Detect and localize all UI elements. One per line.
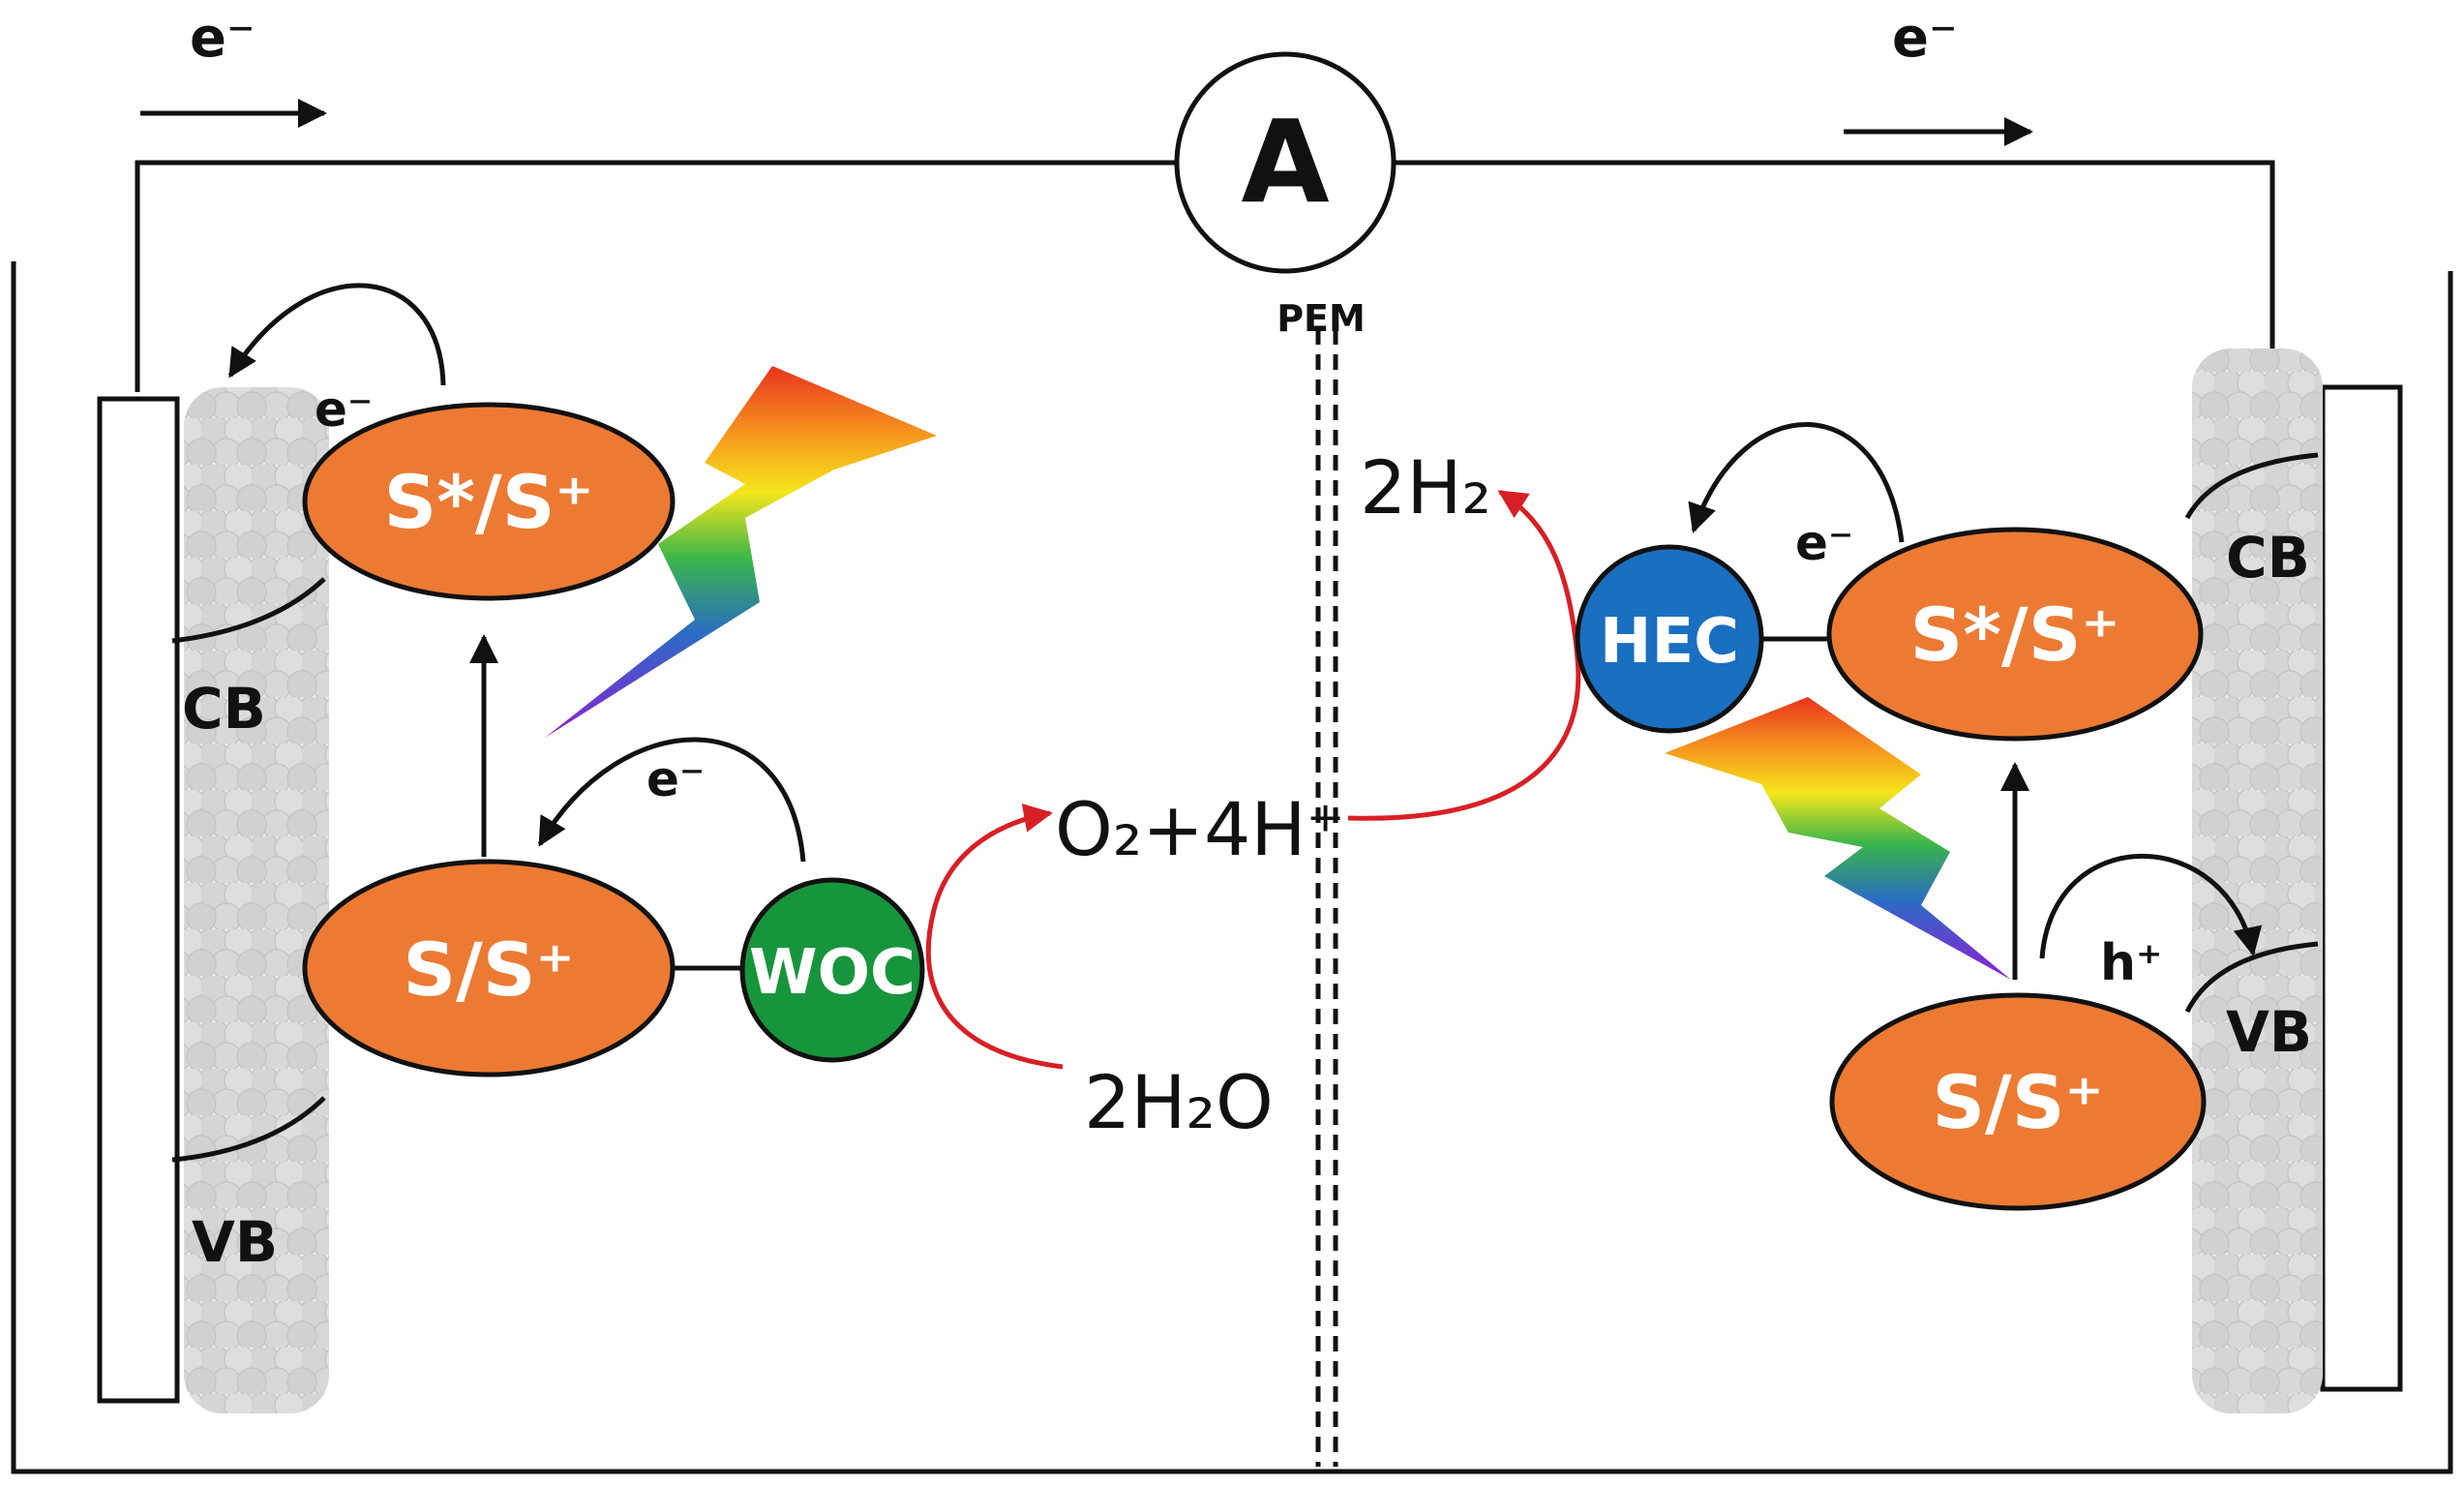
photoanode-cb-edge <box>171 577 326 644</box>
photoanode-substrate <box>97 396 180 1404</box>
photocathode-cb-label: CB <box>2226 525 2310 591</box>
hydrogen-label: 2H₂ <box>1360 444 1491 531</box>
photoanode-semiconductor-layer <box>184 387 329 1413</box>
photoanode-vb-edge <box>171 1096 326 1163</box>
ammeter-label: A <box>1241 95 1329 228</box>
photoanode-cb-label: CB <box>182 676 266 742</box>
cathode-dye-excited-label: S*/S⁺ <box>1909 592 2119 678</box>
cathode-hole-injection-arrow <box>2039 853 2263 959</box>
anode-injection-electron-label: e⁻ <box>315 381 373 438</box>
proton-transport-arrow <box>1347 489 1581 821</box>
photocathode-semiconductor-layer <box>2192 349 2323 1413</box>
water-oxidation-arrow <box>925 804 1064 1070</box>
lightning-bolt-icon <box>1665 697 2011 980</box>
electron-label-top-right: e⁻ <box>1892 7 1958 70</box>
anode-dye-excited <box>302 402 676 601</box>
hec-label: HEC <box>1600 606 1739 678</box>
woc-label: WOC <box>749 937 916 1009</box>
woc-catalyst <box>739 877 925 1063</box>
anode-dye-ground-label: S/S⁺ <box>403 926 574 1013</box>
anode-dye-excited-label: S*/S⁺ <box>383 459 593 545</box>
photocathode-vb-edge <box>2184 941 2319 1014</box>
pem-label: PEM <box>1277 297 1366 340</box>
pem-membrane <box>1315 329 1338 1467</box>
photocathode-vb-label: VB <box>2226 999 2312 1065</box>
photoanode-vb-label: VB <box>192 1209 278 1275</box>
electron-label-top-left: e⁻ <box>190 7 255 70</box>
woc-electron-transfer-arrow <box>537 737 806 863</box>
anode-injection-arrow <box>227 283 446 386</box>
cathode-dye-excited <box>1826 527 2204 742</box>
water-label: 2H₂O <box>1084 1059 1274 1145</box>
cathode-dye-ground <box>1829 992 2207 1211</box>
hole-label: h⁺ <box>2100 934 2162 992</box>
oxygen-protons-label: O₂+4H⁺ <box>1055 786 1345 872</box>
cell-container <box>11 261 2453 1474</box>
external-circuit-left-wire <box>135 160 1176 392</box>
external-circuit-right-wire <box>1394 160 2275 356</box>
ammeter: A <box>1174 51 1397 274</box>
hec-electron-transfer-arrow <box>1688 422 1905 543</box>
photocathode-cb-edge <box>2184 452 2319 520</box>
photocathode-substrate <box>2320 384 2403 1392</box>
woc-transfer-electron-label: e⁻ <box>646 751 705 807</box>
lightning-bolt-icon <box>545 366 937 738</box>
cathode-dye-ground-label: S/S⁺ <box>1932 1059 2103 1145</box>
hec-transfer-electron-label: e⁻ <box>1795 515 1853 571</box>
